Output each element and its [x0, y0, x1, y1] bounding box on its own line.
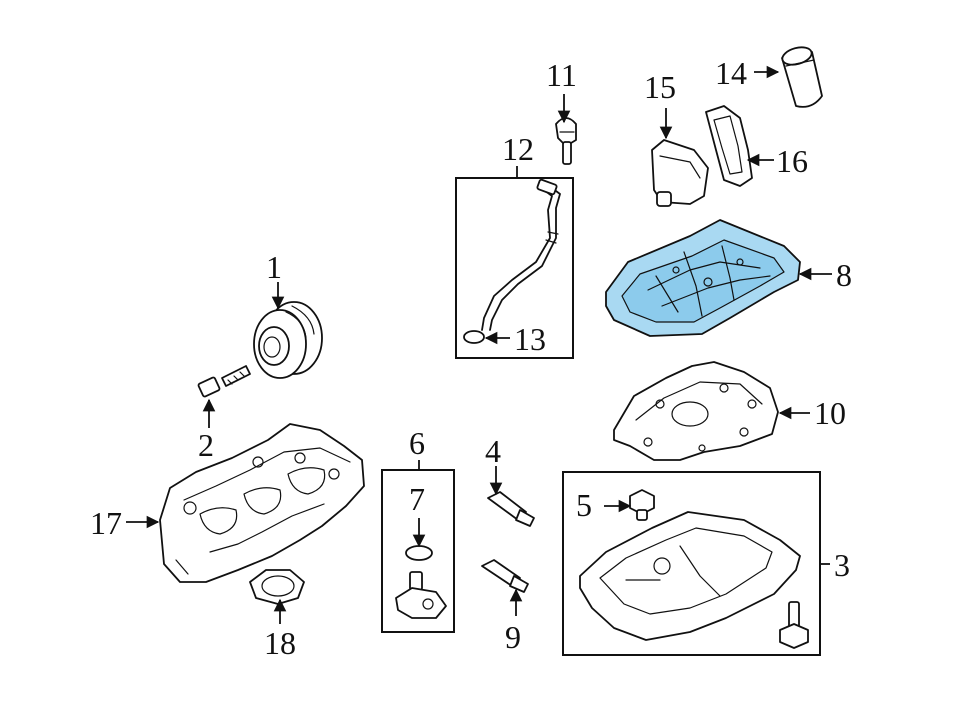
part-6-oil-level-sensor[interactable] [395, 571, 447, 619]
part-4-dowel[interactable] [487, 491, 535, 527]
part-9-dowel[interactable] [481, 559, 529, 593]
part-14-filter-cap[interactable] [780, 44, 823, 108]
callout-15: 15 [644, 69, 676, 105]
part-2-bolt[interactable] [197, 365, 251, 398]
part-16-gasket[interactable] [705, 105, 753, 187]
callout-11: 11 [546, 57, 577, 93]
callout-labels: 1 2 3 4 5 6 7 8 9 10 11 12 13 14 15 16 1… [90, 55, 852, 661]
leader-arrows [126, 65, 832, 624]
callout-10: 10 [814, 395, 846, 431]
callout-14: 14 [715, 55, 747, 91]
part-7-o-ring[interactable] [405, 545, 433, 561]
callout-12: 12 [502, 131, 534, 167]
callout-2: 2 [198, 427, 214, 463]
callout-13: 13 [514, 321, 546, 357]
callout-9: 9 [505, 619, 521, 655]
part-3-lower-oil-pan[interactable] [579, 511, 801, 641]
callout-17: 17 [90, 505, 122, 541]
part-10-gasket-plate[interactable] [613, 361, 779, 461]
part-5-drain-plug[interactable] [629, 489, 655, 521]
part-15-filter-housing[interactable] [651, 139, 709, 207]
group-box-12 [455, 177, 574, 359]
part-3-pan-bolt[interactable] [779, 601, 809, 649]
part-13-o-ring[interactable] [463, 330, 485, 344]
part-8-upper-oil-pan[interactable] [605, 219, 801, 337]
callout-16: 16 [776, 143, 808, 179]
group-box-6 [381, 469, 455, 633]
part-12-dipstick-tube[interactable] [481, 178, 561, 331]
callout-6: 6 [409, 425, 425, 461]
callout-18: 18 [264, 625, 296, 661]
callout-7: 7 [409, 481, 425, 517]
callout-8: 8 [836, 257, 852, 293]
callout-4: 4 [485, 433, 501, 469]
callout-5: 5 [576, 487, 592, 523]
part-17-intake-manifold[interactable] [159, 423, 365, 583]
part-1-pulley[interactable] [253, 301, 323, 379]
callout-1: 1 [266, 249, 282, 285]
callout-3: 3 [834, 547, 850, 583]
part-18-gasket[interactable] [249, 569, 305, 605]
part-11-dipstick-handle[interactable] [555, 117, 577, 165]
